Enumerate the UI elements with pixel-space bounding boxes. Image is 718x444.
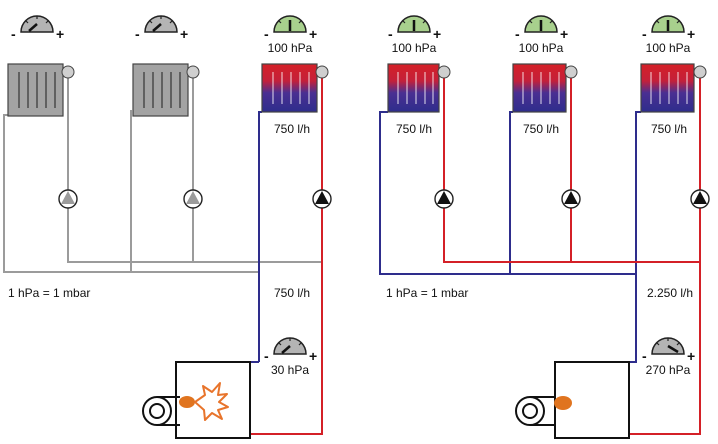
gauge-minus-sign: - bbox=[135, 26, 140, 42]
burner-icon bbox=[142, 396, 195, 426]
left-idle-pipes bbox=[3, 75, 322, 273]
gauge-minus-sign: - bbox=[642, 348, 647, 364]
left-radiator-1 bbox=[7, 63, 75, 117]
gauge-plus-sign: + bbox=[687, 348, 695, 364]
radiator-flow-label: 750 l/h bbox=[396, 122, 432, 136]
gauge-pressure-label: 30 hPa bbox=[271, 363, 309, 377]
gauge-pressure-label: 100 hPa bbox=[268, 41, 313, 55]
left-pump-1 bbox=[58, 189, 78, 209]
gauge-plus-sign: + bbox=[180, 26, 188, 42]
left-gauge-1: - + bbox=[11, 15, 64, 42]
right-radiator-2 bbox=[512, 63, 578, 113]
gauge-pressure-label: 100 hPa bbox=[519, 41, 564, 55]
radiator-flow-label: 750 l/h bbox=[651, 122, 687, 136]
gauge-plus-sign: + bbox=[687, 26, 695, 42]
main-flow-label: 2.250 l/h bbox=[647, 286, 693, 300]
left-boiler bbox=[142, 361, 251, 439]
unit-note: 1 hPa = 1 mbar bbox=[8, 286, 90, 300]
right-pump-2 bbox=[561, 189, 581, 209]
unit-note: 1 hPa = 1 mbar bbox=[386, 286, 468, 300]
gauge-plus-sign: + bbox=[309, 26, 317, 42]
left-boiler-gauge: - + 30 hPa bbox=[264, 337, 317, 377]
flame-icon bbox=[194, 382, 229, 421]
right-pump-3 bbox=[690, 189, 710, 209]
gauge-minus-sign: - bbox=[11, 26, 16, 42]
gauge-pressure-label: 100 hPa bbox=[646, 41, 691, 55]
right-radiator-3 bbox=[640, 63, 707, 113]
left-radiator-3 bbox=[261, 63, 329, 113]
radiator-flow-label: 750 l/h bbox=[523, 122, 559, 136]
main-flow-label: 750 l/h bbox=[274, 286, 310, 300]
left-pump-3 bbox=[312, 189, 332, 209]
right-gauge-3: - + 100 hPa bbox=[642, 15, 695, 55]
left-radiator-2 bbox=[132, 63, 200, 117]
gauge-plus-sign: + bbox=[433, 26, 441, 42]
gauge-pressure-label: 100 hPa bbox=[392, 41, 437, 55]
left-gauge-3: - + 100 hPa bbox=[264, 15, 317, 55]
gauge-plus-sign: + bbox=[309, 348, 317, 364]
right-pump-1 bbox=[434, 189, 454, 209]
right-return-pipes bbox=[379, 111, 641, 363]
gauge-plus-sign: + bbox=[56, 26, 64, 42]
right-gauge-2: - + 100 hPa bbox=[515, 15, 568, 55]
gauge-minus-sign: - bbox=[264, 26, 269, 42]
gauge-minus-sign: - bbox=[388, 26, 393, 42]
right-boiler bbox=[515, 361, 630, 439]
left-gauge-2: - + bbox=[135, 15, 188, 42]
right-radiator-1 bbox=[387, 63, 451, 113]
left-pump-2 bbox=[183, 189, 203, 209]
right-boiler-gauge: - + 270 hPa bbox=[642, 337, 695, 377]
gauge-plus-sign: + bbox=[560, 26, 568, 42]
gauge-minus-sign: - bbox=[642, 26, 647, 42]
radiator-flow-label: 750 l/h bbox=[274, 122, 310, 136]
right-gauge-1: - + 100 hPa bbox=[388, 15, 441, 55]
gauge-pressure-label: 270 hPa bbox=[646, 363, 691, 377]
gauge-minus-sign: - bbox=[264, 348, 269, 364]
burner-icon bbox=[515, 396, 572, 426]
gauge-minus-sign: - bbox=[515, 26, 520, 42]
